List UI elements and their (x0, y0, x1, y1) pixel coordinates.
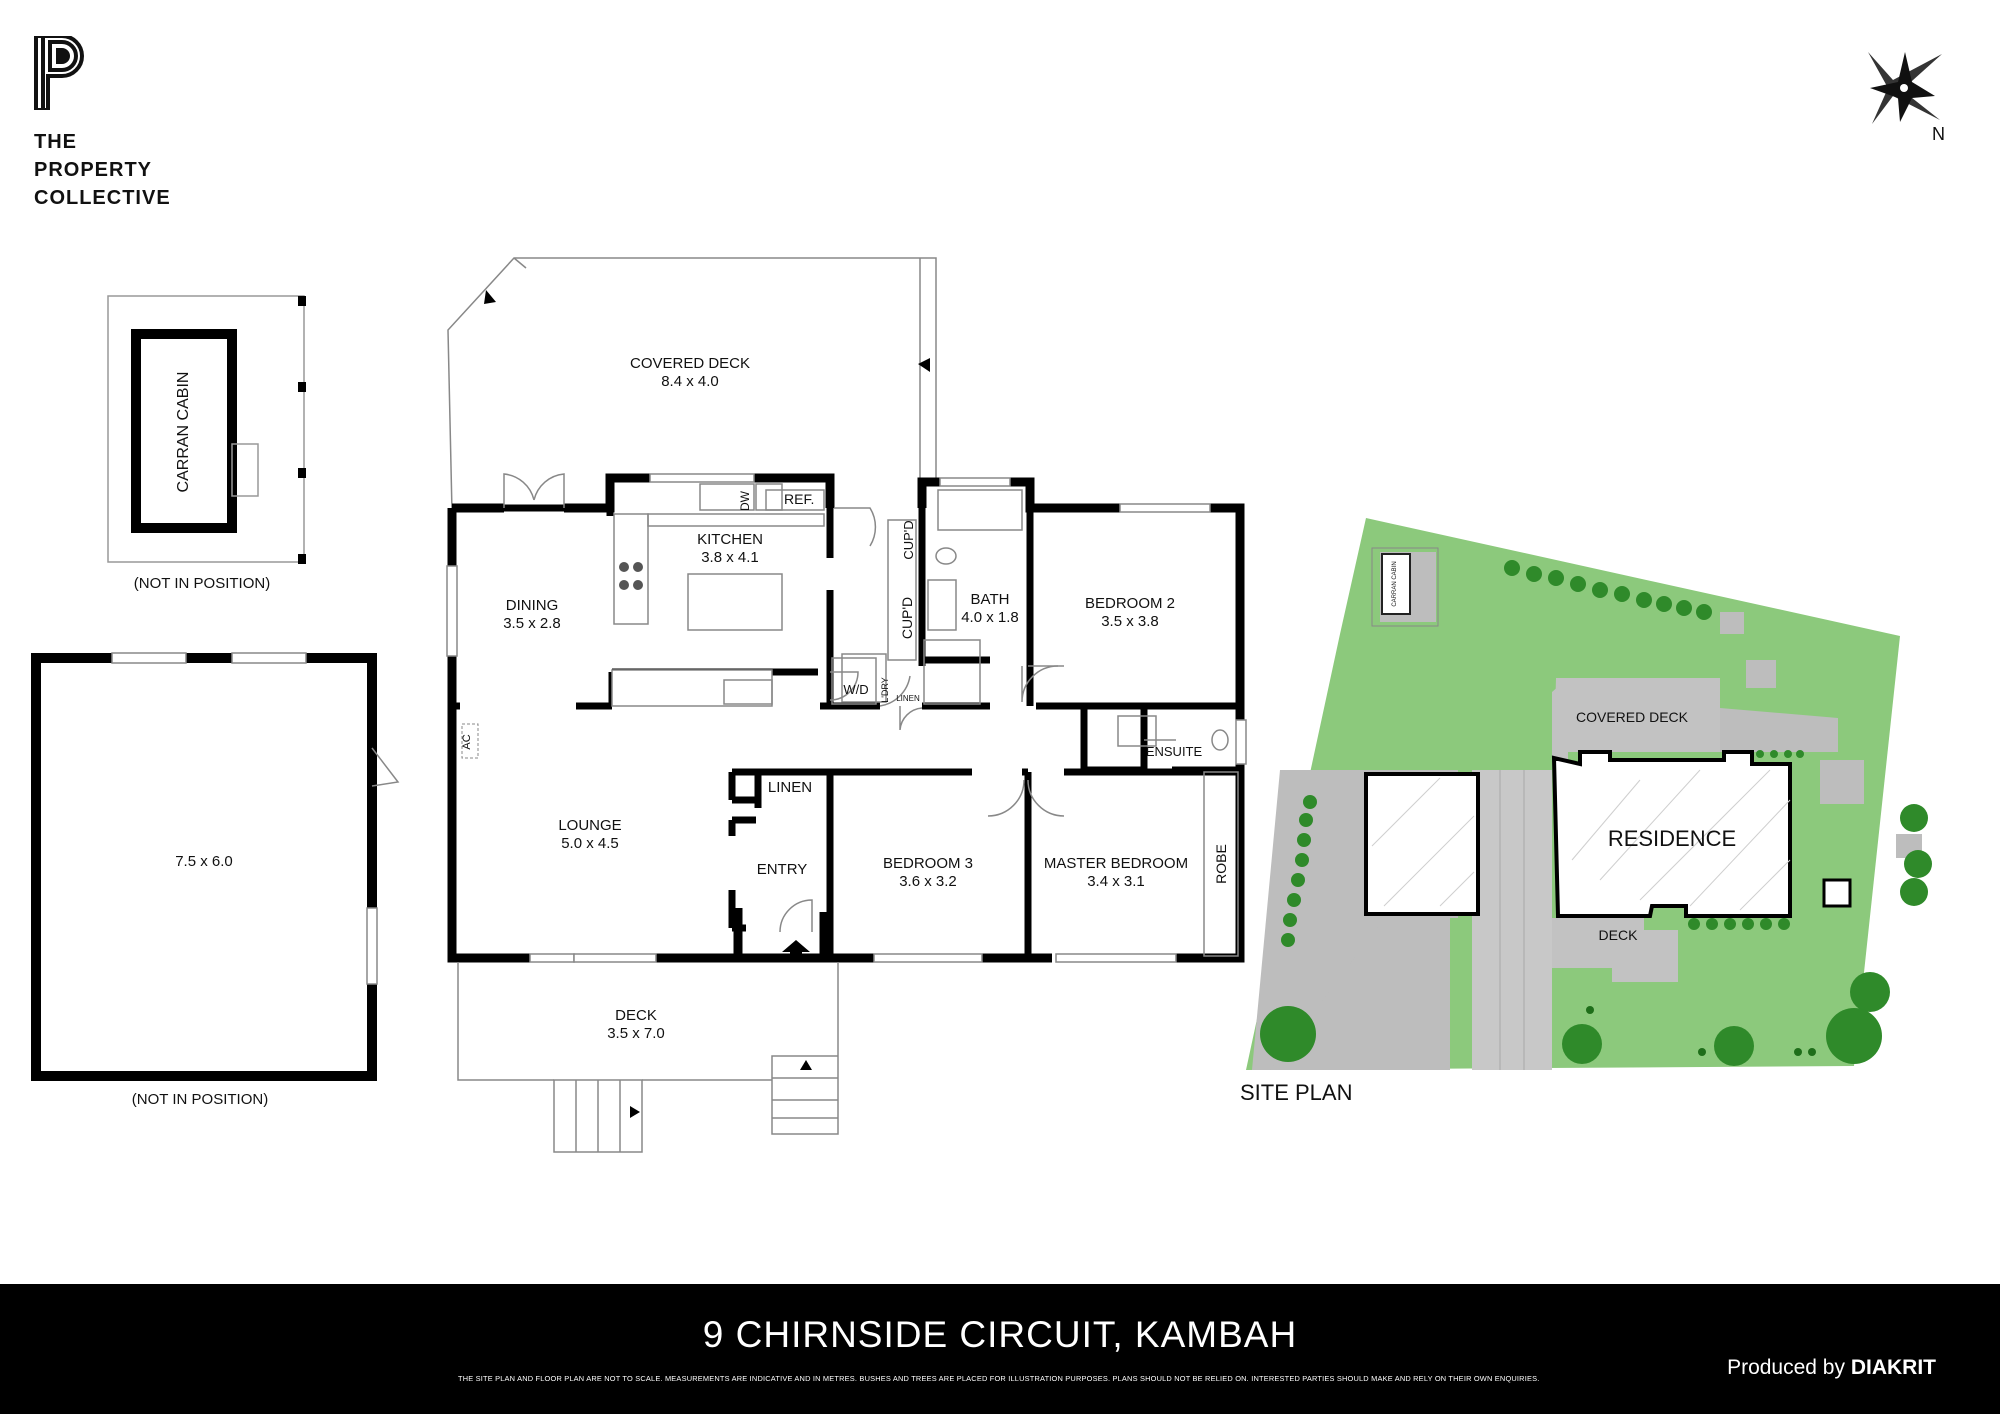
site-residence-label: RESIDENCE (1608, 826, 1736, 851)
covered-deck-name: COVERED DECK (630, 355, 750, 372)
shed: 7.5 x 6.0 (NOT IN POSITION) (31, 652, 400, 1108)
produced-by-text: Produced by (1727, 1356, 1851, 1379)
site-covered-deck-label: COVERED DECK (1576, 709, 1689, 725)
bedroom2-name: BEDROOM 2 (1085, 595, 1175, 612)
entry-arrow-icon (782, 940, 810, 962)
brand-line-1: THE (34, 131, 77, 153)
ensuite-label: ENSUITE (1146, 744, 1203, 759)
lounge-name: LOUNGE (558, 817, 621, 834)
linen-label: LINEN (768, 779, 812, 796)
brand-name: THE PROPERTY COLLECTIVE (34, 128, 171, 212)
footer-credit: Produced by DIAKRIT (1727, 1356, 1936, 1380)
brand-line-3: COLLECTIVE (34, 187, 171, 209)
cabin-note: (NOT IN POSITION) (134, 575, 270, 592)
shed-size: 7.5 x 6.0 (175, 853, 233, 870)
site-plan-label: SITE PLAN (1240, 1080, 1353, 1105)
site-trees (1260, 560, 1932, 1066)
lounge-size: 5.0 x 4.5 (561, 835, 619, 852)
footer-bar: 9 CHIRNSIDE CIRCUIT, KAMBAH THE SITE PLA… (0, 1284, 2000, 1414)
brand-line-2: PROPERTY (34, 159, 153, 181)
cabin-label: CARRAN CABIN (175, 372, 192, 493)
footer-disclaimer: THE SITE PLAN AND FLOOR PLAN ARE NOT TO … (458, 1374, 1540, 1383)
ac-label: AC (461, 734, 473, 749)
dw-label: DW (738, 490, 752, 511)
cupd-1-label: CUP'D (901, 520, 916, 559)
covered-deck-size: 8.4 x 4.0 (661, 373, 719, 390)
brand-logo (34, 34, 84, 115)
bath-name: BATH (971, 591, 1010, 608)
main-house: COVERED DECK 8.4 x 4.0 (446, 257, 1247, 1153)
producer-name: DIAKRIT (1850, 1356, 1936, 1379)
master-size: 3.4 x 3.1 (1087, 873, 1145, 890)
site-plan: CARRAN CABIN COVERED DECK RESIDENCE DECK (1246, 518, 1932, 1070)
bedroom3-name: BEDROOM 3 (883, 855, 973, 872)
linen-small-label: LINEN (896, 694, 920, 703)
entry-name: ENTRY (757, 861, 808, 878)
cupd-2-label: CUP'D (899, 597, 915, 639)
ref-label: REF. (784, 491, 814, 507)
bedroom3-size: 3.6 x 3.2 (899, 873, 957, 890)
dining-name: DINING (506, 597, 559, 614)
bath-size: 4.0 x 1.8 (961, 609, 1019, 626)
kitchen-name: KITCHEN (697, 531, 763, 548)
property-address: 9 CHIRNSIDE CIRCUIT, KAMBAH (702, 1314, 1298, 1355)
deck-size: 3.5 x 7.0 (607, 1025, 665, 1042)
master-name: MASTER BEDROOM (1044, 855, 1188, 872)
dining-size: 3.5 x 2.8 (503, 615, 561, 632)
robe-label: ROBE (1213, 844, 1229, 884)
ldry-label: L'DRY (880, 677, 890, 703)
shed-note: (NOT IN POSITION) (132, 1091, 268, 1108)
site-deck-label: DECK (1599, 927, 1639, 943)
deck-name: DECK (615, 1007, 657, 1024)
compass-north-label: N (1932, 124, 1945, 144)
bedroom2-size: 3.5 x 3.8 (1101, 613, 1159, 630)
kitchen-size: 3.8 x 4.1 (701, 549, 759, 566)
wd-label: W/D (843, 682, 868, 697)
site-cabin-label: CARRAN CABIN (1392, 561, 1398, 606)
compass-rose-icon: N (1868, 52, 1945, 144)
p-monogram-icon (34, 34, 84, 112)
carran-cabin: CARRAN CABIN (NOT IN POSITION) (107, 295, 306, 592)
